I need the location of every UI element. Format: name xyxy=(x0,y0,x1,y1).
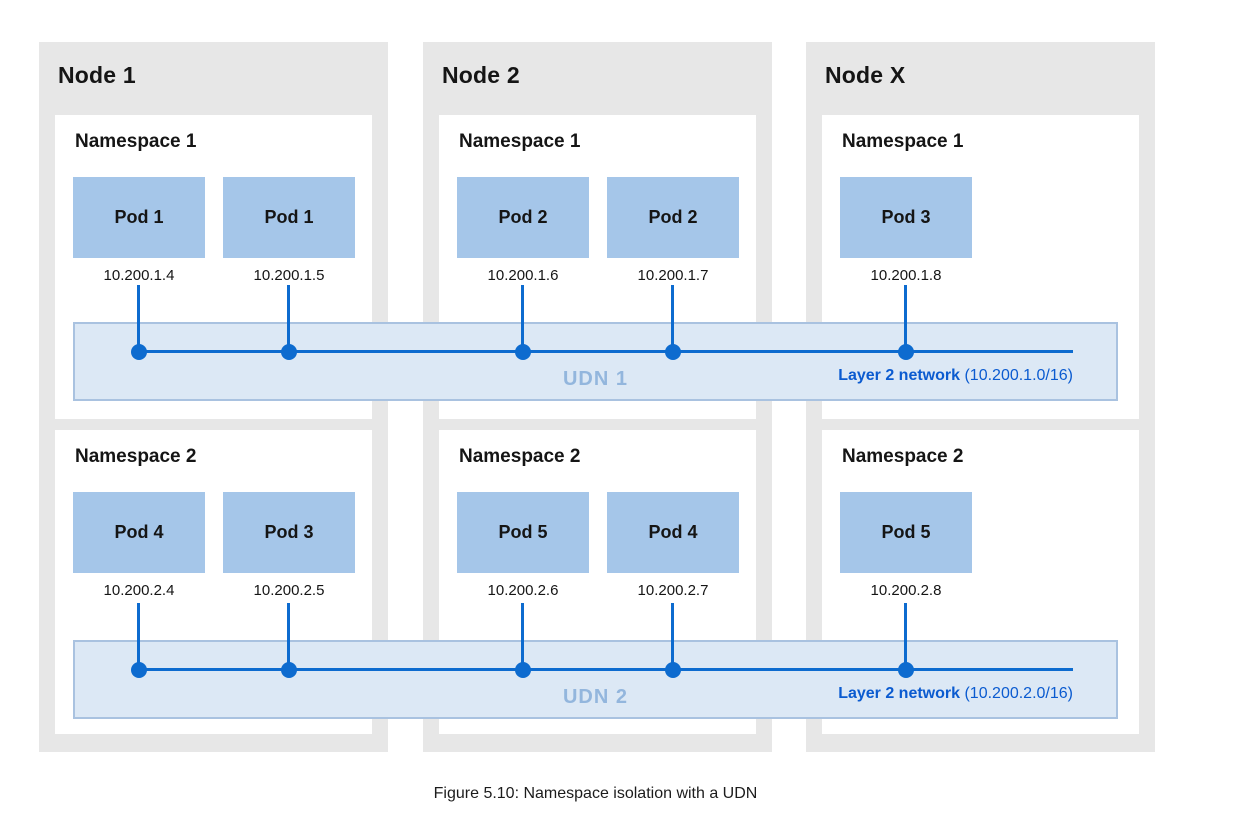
pod-ip-label: 10.200.2.4 xyxy=(103,582,175,599)
network-attachment-dot xyxy=(281,662,297,678)
pod-ip-label: 10.200.2.6 xyxy=(487,582,559,599)
namespace-title: Namespace 2 xyxy=(842,446,964,467)
pod-connector-line xyxy=(671,603,674,670)
network-attachment-dot xyxy=(898,662,914,678)
pod-box: Pod 5 xyxy=(840,492,972,573)
namespace-title: Namespace 2 xyxy=(75,446,197,467)
namespace-title: Namespace 2 xyxy=(459,446,581,467)
pod-box: Pod 3 xyxy=(840,177,972,258)
pod-box: Pod 2 xyxy=(607,177,739,258)
pod-ip-label: 10.200.1.6 xyxy=(487,267,559,284)
figure-caption: Figure 5.10: Namespace isolation with a … xyxy=(433,785,758,802)
pod-ip-label: 10.200.1.8 xyxy=(870,267,942,284)
network-line xyxy=(139,668,1073,671)
pod-ip-label: 10.200.1.5 xyxy=(253,267,325,284)
pod-ip-label: 10.200.2.5 xyxy=(253,582,325,599)
node-title: Node 1 xyxy=(58,62,136,88)
namespace-title: Namespace 1 xyxy=(75,131,197,152)
pod-box: Pod 4 xyxy=(607,492,739,573)
pod-box: Pod 2 xyxy=(457,177,589,258)
layer2-network-name: Layer 2 network xyxy=(838,685,961,702)
pod-ip-label: 10.200.2.8 xyxy=(870,582,942,599)
pod-box: Pod 4 xyxy=(73,492,205,573)
namespace-title: Namespace 1 xyxy=(459,131,581,152)
pod-connector-line xyxy=(521,603,524,670)
pod-connector-line xyxy=(671,285,674,352)
network-attachment-dot xyxy=(665,344,681,360)
pod-box: Pod 3 xyxy=(223,492,355,573)
layer2-network-label: Layer 2 network (10.200.2.0/16) xyxy=(838,685,1073,703)
layer2-network-cidr: (10.200.2.0/16) xyxy=(964,685,1073,702)
namespace-title: Namespace 1 xyxy=(842,131,964,152)
network-line xyxy=(139,350,1073,353)
pod-ip-label: 10.200.1.4 xyxy=(103,267,175,284)
layer2-network-label: Layer 2 network (10.200.1.0/16) xyxy=(838,367,1073,385)
pod-connector-line xyxy=(904,603,907,670)
network-attachment-dot xyxy=(898,344,914,360)
network-attachment-dot xyxy=(665,662,681,678)
pod-ip-label: 10.200.1.7 xyxy=(637,267,709,284)
pod-connector-line xyxy=(904,285,907,352)
network-attachment-dot xyxy=(515,344,531,360)
udn-band-1: UDN 1 Layer 2 network (10.200.1.0/16) xyxy=(73,322,1118,401)
network-attachment-dot xyxy=(131,344,147,360)
pod-box: Pod 1 xyxy=(223,177,355,258)
pod-connector-line xyxy=(287,603,290,670)
network-attachment-dot xyxy=(515,662,531,678)
node-title: Node 2 xyxy=(442,62,520,88)
pod-box: Pod 5 xyxy=(457,492,589,573)
node-title: Node X xyxy=(825,62,906,88)
udn-band-2: UDN 2 Layer 2 network (10.200.2.0/16) xyxy=(73,640,1118,719)
layer2-network-cidr: (10.200.1.0/16) xyxy=(964,367,1073,384)
layer2-network-name: Layer 2 network xyxy=(838,367,961,384)
pod-box: Pod 1 xyxy=(73,177,205,258)
pod-connector-line xyxy=(287,285,290,352)
pod-connector-line xyxy=(137,603,140,670)
pod-ip-label: 10.200.2.7 xyxy=(637,582,709,599)
network-attachment-dot xyxy=(281,344,297,360)
pod-connector-line xyxy=(521,285,524,352)
udn-label: UDN 1 xyxy=(562,368,628,390)
udn-label: UDN 2 xyxy=(562,686,628,708)
pod-connector-line xyxy=(137,285,140,352)
network-attachment-dot xyxy=(131,662,147,678)
